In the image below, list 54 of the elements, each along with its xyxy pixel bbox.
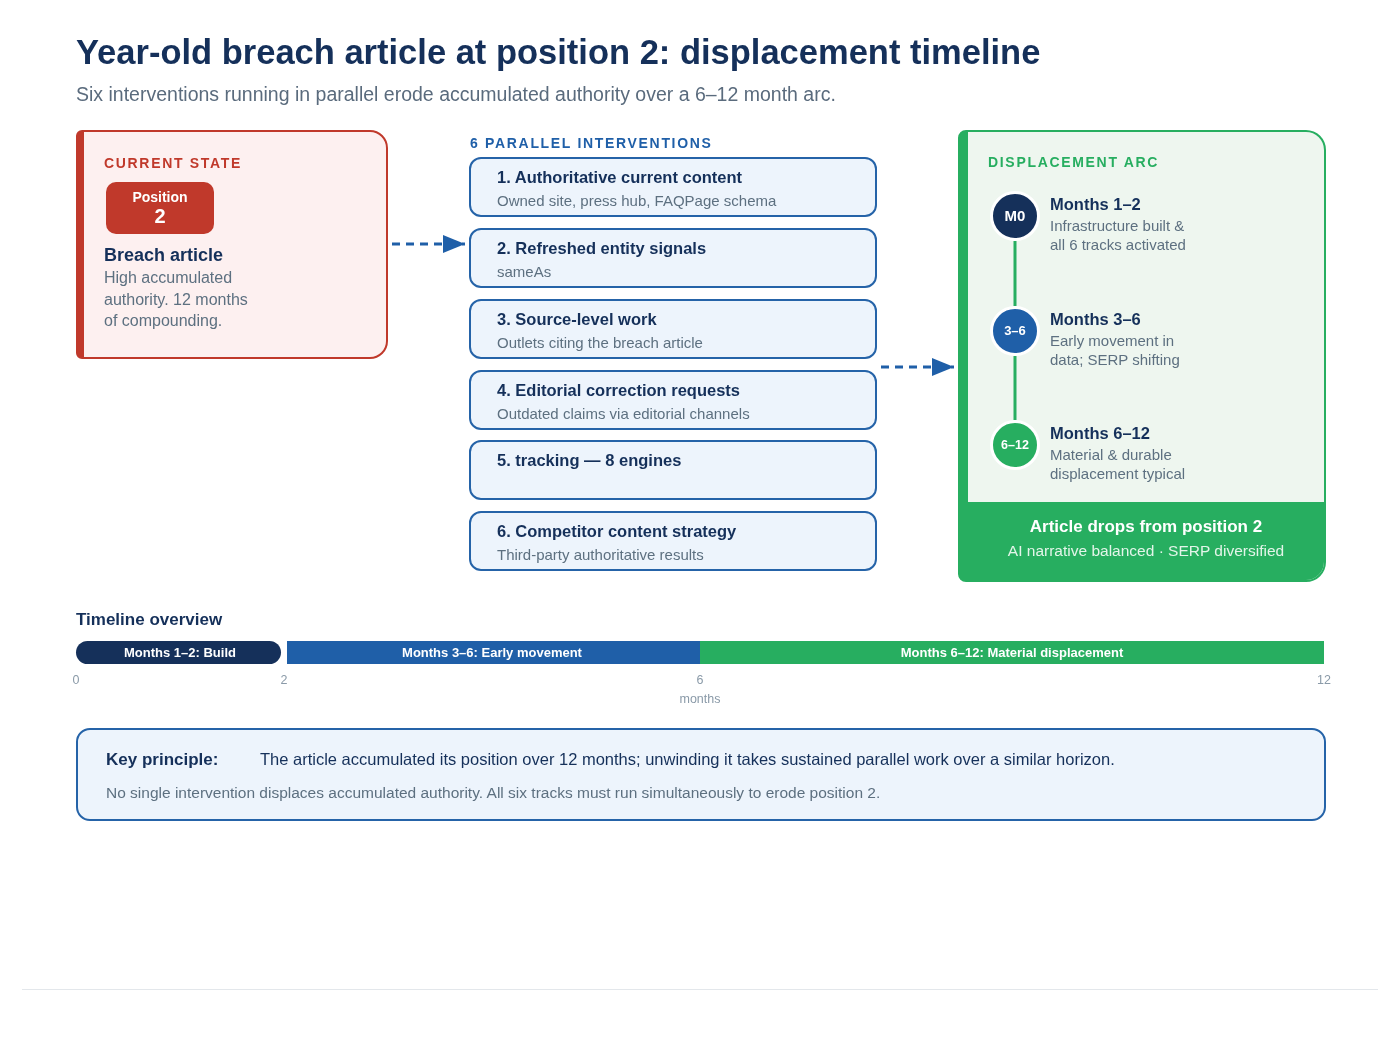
intervention-description: Third-party authoritative results <box>497 545 704 565</box>
milestone-description: Early movement in data; SERP shifting <box>1050 331 1181 369</box>
intervention-card <box>469 370 877 430</box>
principle-statement: The article accumulated its position over 12 months; unwinding it takes sustained parallel work over a similar horizon. <box>260 749 1115 770</box>
segment-label: Months 6–12: Material displacement <box>900 645 1124 660</box>
diagram-title: Year-old breach article at position 2: displacement timeline <box>76 32 1041 73</box>
axis-tick-label: 6 <box>696 672 704 689</box>
intervention-description: Owned site, press hub, FAQPage schema <box>497 191 777 211</box>
position-number: 2 <box>154 205 166 227</box>
intervention-card <box>469 440 877 500</box>
intervention-card <box>469 299 877 359</box>
principle-label: Key principle: <box>106 749 219 771</box>
milestone-heading: Months 1–2 <box>1050 194 1141 215</box>
key-principle-card <box>76 728 1326 821</box>
intervention-description: Outlets citing the breach article <box>497 333 703 353</box>
intervention-description: sameAs <box>497 262 552 282</box>
milestone-heading: Months 6–12 <box>1050 423 1150 444</box>
outcome-heading: Article drops from position 2 <box>1029 516 1263 538</box>
intervention-title: 3. Source-level work <box>497 309 657 330</box>
axis-tick-label: 0 <box>72 672 80 689</box>
position-badge <box>106 182 214 234</box>
intervention-description: Outdated claims via editorial channels <box>497 404 750 424</box>
intervention-title: 6. Competitor content strategy <box>497 521 737 542</box>
intervention-card <box>469 228 877 288</box>
connector-line <box>1013 356 1017 420</box>
current-state-card <box>76 130 388 359</box>
section-heading: CURRENT STATE <box>104 154 242 173</box>
axis-tick-label: 2 <box>280 672 288 689</box>
card-description: High accumulated authority. 12 months of compounding. <box>104 268 249 331</box>
outcome-banner <box>968 502 1324 580</box>
intervention-title: 2. Refreshed entity signals <box>497 238 707 259</box>
intervention-card <box>469 157 877 217</box>
section-heading: DISPLACEMENT ARC <box>988 153 1160 172</box>
principle-note: No single intervention displaces accumulated authority. All six tracks must run simultaneously to erode position 2. <box>106 783 881 803</box>
milestone-description: Material & durable displacement typical <box>1050 445 1187 483</box>
milestone-description: Infrastructure built & all 6 tracks activated <box>1050 216 1187 254</box>
dashed-arrow <box>392 235 465 253</box>
chart-title: Timeline overview <box>76 609 223 631</box>
axis-tick-label: 12 <box>1317 672 1331 689</box>
displacement-arc-panel <box>958 130 1326 582</box>
section-heading: 6 PARALLEL INTERVENTIONS <box>470 134 713 153</box>
intervention-title: 1. Authoritative current content <box>497 167 743 188</box>
segment-label: Months 3–6: Early movement <box>402 645 582 660</box>
position-label: Position <box>132 189 188 205</box>
intervention-title: 4. Editorial correction requests <box>497 380 740 401</box>
segment-label: Months 1–2: Build <box>124 645 236 660</box>
axis-label: months <box>679 691 721 708</box>
milestone-heading: Months 3–6 <box>1050 309 1141 330</box>
intervention-title: 5. tracking — 8 engines <box>497 450 682 471</box>
connector-line <box>1013 241 1017 306</box>
card-heading: Breach article <box>104 244 224 267</box>
intervention-card <box>469 511 877 571</box>
subtitle: Six interventions running in parallel erode accumulated authority over a 6–12 month arc. <box>76 82 836 106</box>
outcome-description: AI narrative balanced · SERP diversified <box>1007 541 1285 561</box>
